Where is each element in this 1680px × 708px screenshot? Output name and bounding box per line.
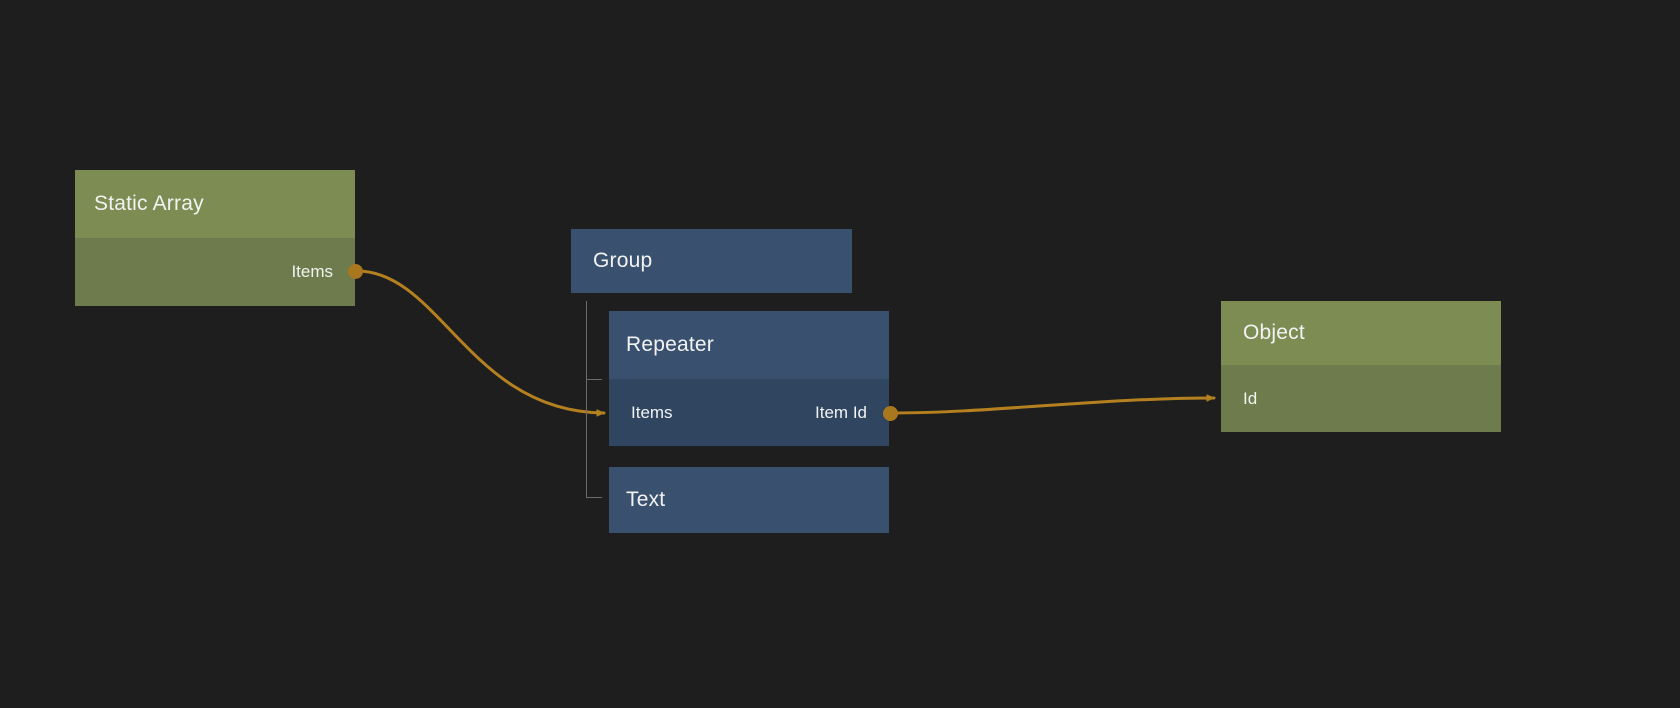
node-static-array-title: Static Array xyxy=(94,192,204,215)
connection-repeater-to-object xyxy=(890,394,1216,415)
node-group-title: Group xyxy=(593,249,653,272)
node-static-array-header[interactable]: Static Array xyxy=(75,170,355,238)
node-static-array[interactable]: Static Array Items xyxy=(75,170,355,306)
output-port-static-array-items[interactable] xyxy=(348,264,363,279)
node-text-title: Text xyxy=(626,488,666,511)
node-group-header[interactable]: Group xyxy=(571,229,852,293)
node-group[interactable]: Group xyxy=(571,229,852,293)
port-label-object-id: Id xyxy=(1243,388,1258,408)
node-repeater-title: Repeater xyxy=(626,333,714,356)
node-static-array-body: Items xyxy=(75,238,355,306)
node-object-body: Id xyxy=(1221,365,1501,432)
node-object-title: Object xyxy=(1243,321,1305,344)
node-object-header[interactable]: Object xyxy=(1221,301,1501,365)
node-repeater[interactable]: Repeater Items Item Id xyxy=(609,311,889,446)
group-tree-branch-to-repeater xyxy=(586,379,602,380)
node-text[interactable]: Text xyxy=(609,467,889,533)
port-row-object-id[interactable]: Id xyxy=(1221,365,1501,432)
port-label-repeater-item-id: Item Id xyxy=(815,402,867,422)
node-repeater-body: Items Item Id xyxy=(609,379,889,446)
port-label-static-array-items: Items xyxy=(291,262,333,281)
port-row-repeater-ports[interactable]: Items Item Id xyxy=(609,379,889,446)
group-tree-vertical-line xyxy=(586,301,587,498)
port-row-static-array-items[interactable]: Items xyxy=(75,238,355,306)
port-label-repeater-items: Items xyxy=(631,402,673,422)
group-tree-branch-to-text xyxy=(586,497,602,498)
connection-static-array-to-repeater xyxy=(355,269,606,417)
node-repeater-header[interactable]: Repeater xyxy=(609,311,889,379)
node-object[interactable]: Object Id xyxy=(1221,301,1501,432)
node-text-header[interactable]: Text xyxy=(609,467,889,533)
output-port-repeater-item-id[interactable] xyxy=(883,406,898,421)
